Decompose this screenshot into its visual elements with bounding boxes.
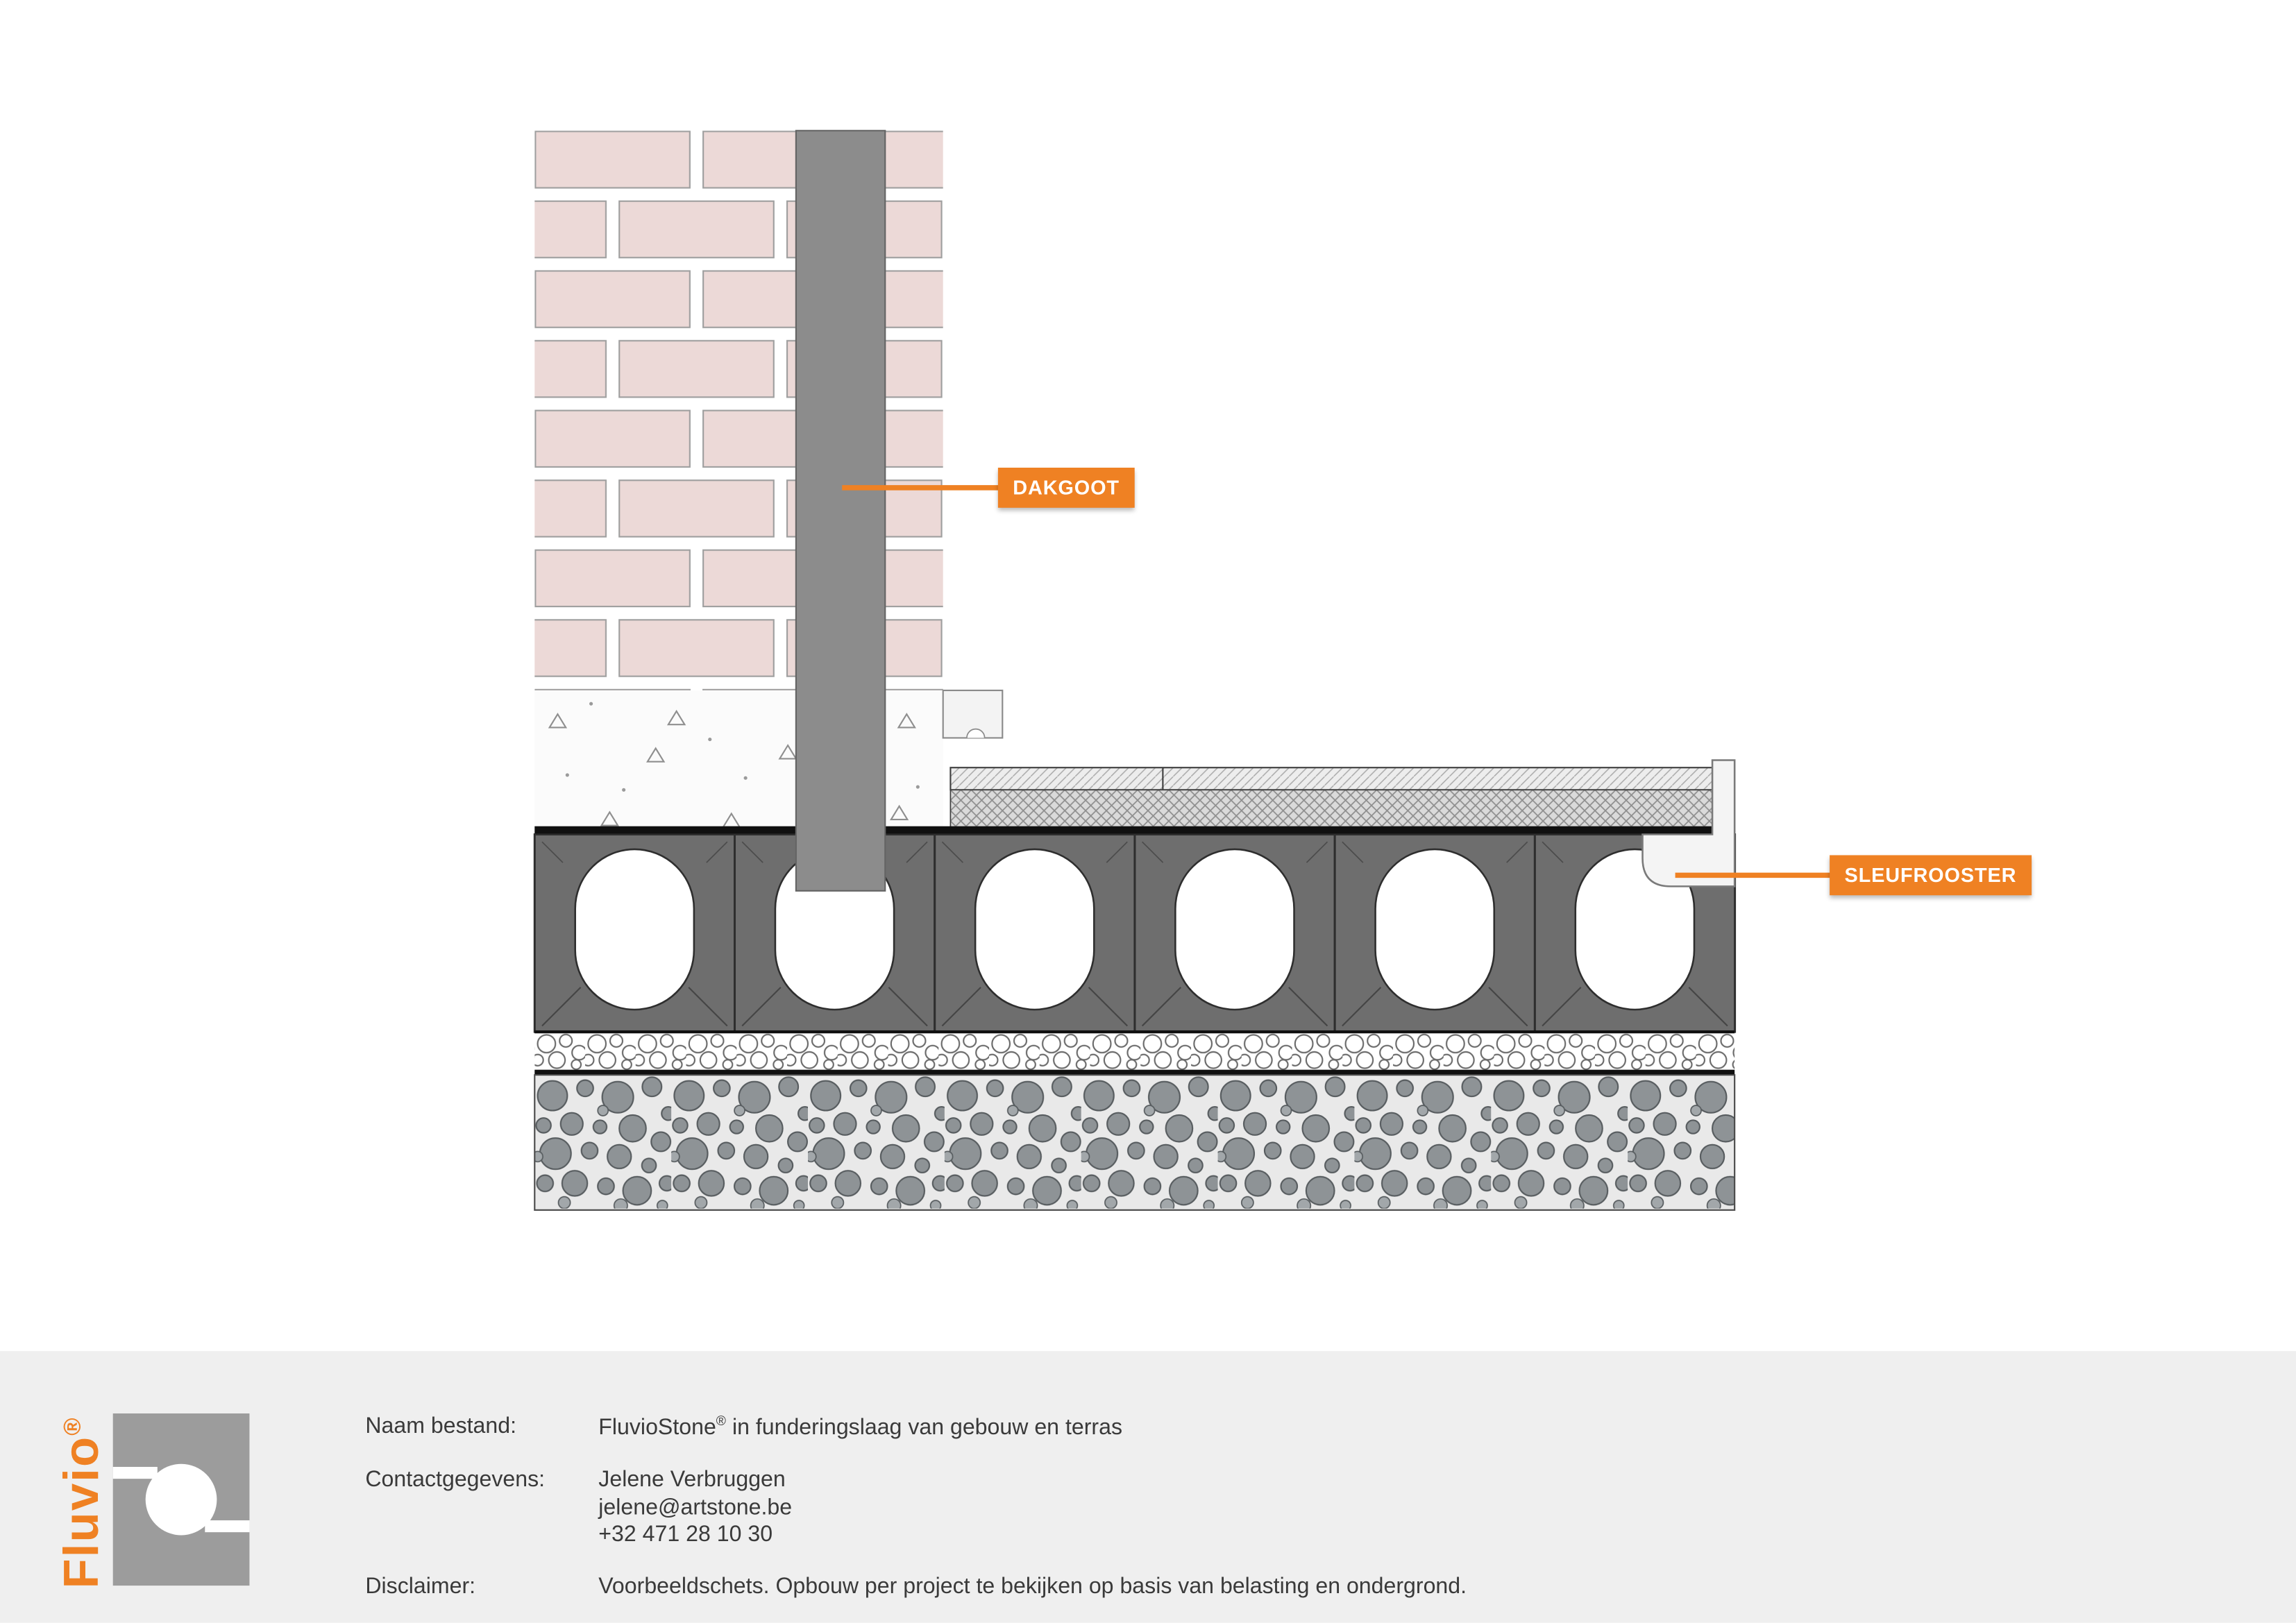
dakgoot-label: DAKGOOT (997, 468, 1135, 508)
downpipe (795, 130, 886, 892)
bedding-layer (949, 789, 1713, 828)
terrace-paving (949, 767, 1714, 791)
disclaimer-row: Disclaimer: Voorbeeldschets. Opbouw per p… (365, 1574, 1467, 1599)
fluvio-wordmark-text: Fluvio (53, 1435, 109, 1589)
file-name-value: FluvioStone® in funderingslaag van gebou… (598, 1413, 1122, 1441)
product-name: FluvioStone (598, 1415, 716, 1441)
registered-mark: ® (60, 1416, 87, 1436)
curb-block (942, 689, 1004, 739)
fluviostone-foundation (533, 833, 1737, 1033)
file-name-rest: in funderingslaag van gebouw en terras (732, 1415, 1123, 1441)
contact-name: Jelene Verbruggen (598, 1467, 786, 1493)
contact-email: jelene@artstone.be (598, 1494, 793, 1520)
disclaimer-text: Voorbeeldschets. Opbouw per project te b… (598, 1574, 1467, 1599)
contact-row: Contactgegevens: Jelene Verbruggen jelen… (365, 1467, 792, 1549)
file-name-label: Naam bestand: (365, 1413, 517, 1439)
drainage-gravel-layer (534, 1030, 1735, 1076)
footer: Fluvio® Naam bestand: FluvioStone® in fu… (0, 1351, 2296, 1623)
registered-mark: ® (716, 1413, 727, 1429)
disclaimer-label: Disclaimer: (365, 1574, 476, 1599)
fluvio-wordmark: Fluvio® (53, 1416, 110, 1588)
aggregate-layer (534, 1074, 1736, 1211)
slot-drain-profile (1641, 759, 1736, 887)
fluvio-logo-mark (112, 1413, 250, 1586)
contact-label: Contactgegevens: (365, 1467, 546, 1493)
file-name-row: Naam bestand: FluvioStone® in funderings… (365, 1413, 1122, 1441)
contact-value: Jelene Verbruggen jelene@artstone.be +32… (598, 1467, 792, 1549)
foundation-top-line (534, 826, 1735, 834)
contact-phone: +32 471 28 10 30 (598, 1522, 773, 1547)
sleufrooster-label: SLEUFROOSTER (1830, 855, 2032, 896)
